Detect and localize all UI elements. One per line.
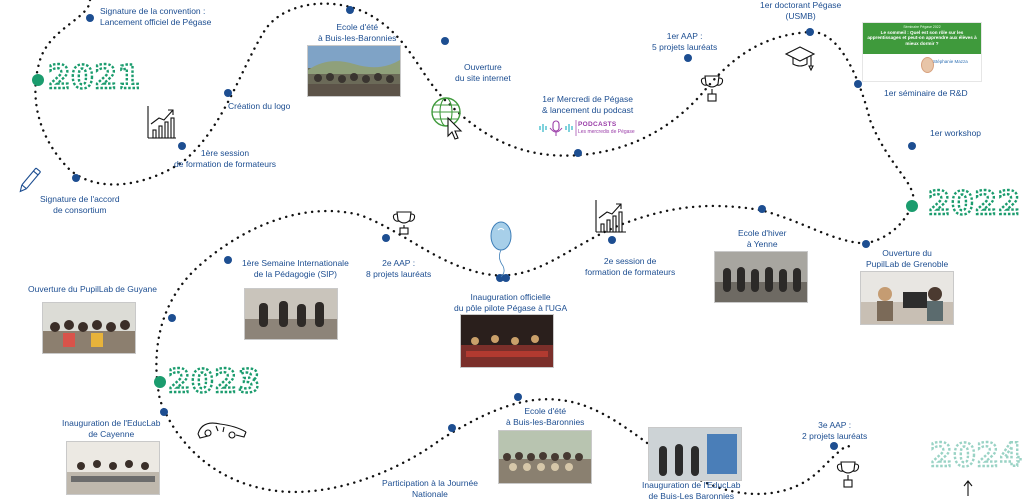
timeline-marker (684, 54, 692, 62)
trophy-icon (700, 75, 724, 102)
event-label-logo: Création du logo (228, 101, 291, 111)
podcast-microphone-icon (539, 120, 577, 136)
timeline-marker (854, 80, 862, 88)
timeline-marker (168, 314, 176, 322)
timeline-marker (224, 89, 232, 97)
globe-cursor-icon (431, 97, 463, 140)
event-label-doctorant: 1er doctorant Pégase(USMB) (760, 0, 842, 21)
eye-tracker-icon (197, 422, 247, 439)
event-label-convention: Signature de la convention :Lancement of… (100, 6, 212, 27)
event-label-aap3: 3e AAP :2 projets lauréats (802, 420, 868, 441)
balloon-icon (490, 221, 512, 278)
photo-pupillab-grenoble (860, 271, 954, 325)
year-marker (32, 74, 44, 86)
year-marker (906, 200, 918, 212)
photo-ecole-ete-2021 (307, 45, 401, 97)
seminar-card-speaker: Stéphanie Mazza (933, 58, 968, 64)
growth-chart-icon (595, 200, 626, 233)
seminar-card-question: Le sommeil : Quel est son rôle sur les a… (867, 30, 977, 46)
timeline-marker (178, 142, 186, 150)
timeline-marker (806, 28, 814, 36)
timeline-marker (830, 442, 838, 450)
year-label-2023: 2023 (168, 362, 261, 400)
seminar-card-header: Séminaire Pégase 2022 (903, 25, 941, 29)
podcast-logo-subtitle: Les mercredis de Pégase (578, 129, 635, 135)
event-label-aap2: 2e AAP :8 projets lauréats (366, 258, 432, 279)
timeline-marker (758, 205, 766, 213)
event-label-workshop: 1er workshop (930, 128, 982, 138)
timeline-marker (441, 37, 449, 45)
timeline-marker (448, 424, 456, 432)
timeline-marker (502, 274, 510, 282)
timeline-marker (72, 174, 80, 182)
arrow-up-icon (963, 480, 973, 496)
photo-educlab-buis (648, 427, 742, 481)
year-label-2024: 2024 (930, 436, 1023, 474)
timeline-marker (574, 149, 582, 157)
timeline-marker (514, 393, 522, 401)
year-label-2021: 2021 (48, 58, 141, 96)
trophy-icon (836, 461, 860, 488)
pencil-icon (19, 167, 41, 193)
event-label-podcast: 1er Mercredi de Pégase& lancement du pod… (542, 94, 634, 115)
timeline-marker (908, 142, 916, 150)
event-label-seminaire: 1er séminaire de R&D (884, 88, 968, 98)
avatar (921, 57, 934, 73)
timeline-marker (224, 256, 232, 264)
photo-sip (244, 288, 338, 340)
timeline-marker (86, 14, 94, 22)
podcast-logo-title: PODCASTS (578, 121, 617, 128)
timeline-marker (346, 6, 354, 14)
photo-educlab-cayenne (66, 441, 160, 495)
graduation-cap-icon (784, 46, 816, 72)
photo-ecole-ete-2023 (498, 430, 592, 484)
timeline-marker (862, 240, 870, 248)
year-marker (154, 376, 166, 388)
seminar-card: Séminaire Pégase 2022 Le sommeil : Quel … (862, 22, 982, 82)
timeline-marker (382, 234, 390, 242)
timeline-marker (160, 408, 168, 416)
year-label-2022: 2022 (928, 184, 1021, 222)
photo-inauguration-uga (460, 314, 554, 368)
photo-ecole-hiver (714, 251, 808, 303)
event-label-aap1: 1er AAP :5 projets lauréats (652, 31, 718, 52)
timeline-marker (608, 236, 616, 244)
photo-pupillab-guyane (42, 302, 136, 354)
event-label-pupillab-guyane: Ouverture du PupilLab de Guyane (28, 284, 158, 294)
growth-chart-icon (147, 106, 176, 139)
seminar-card-banner: Séminaire Pégase 2022 Le sommeil : Quel … (863, 23, 981, 54)
trophy-icon (392, 211, 416, 235)
